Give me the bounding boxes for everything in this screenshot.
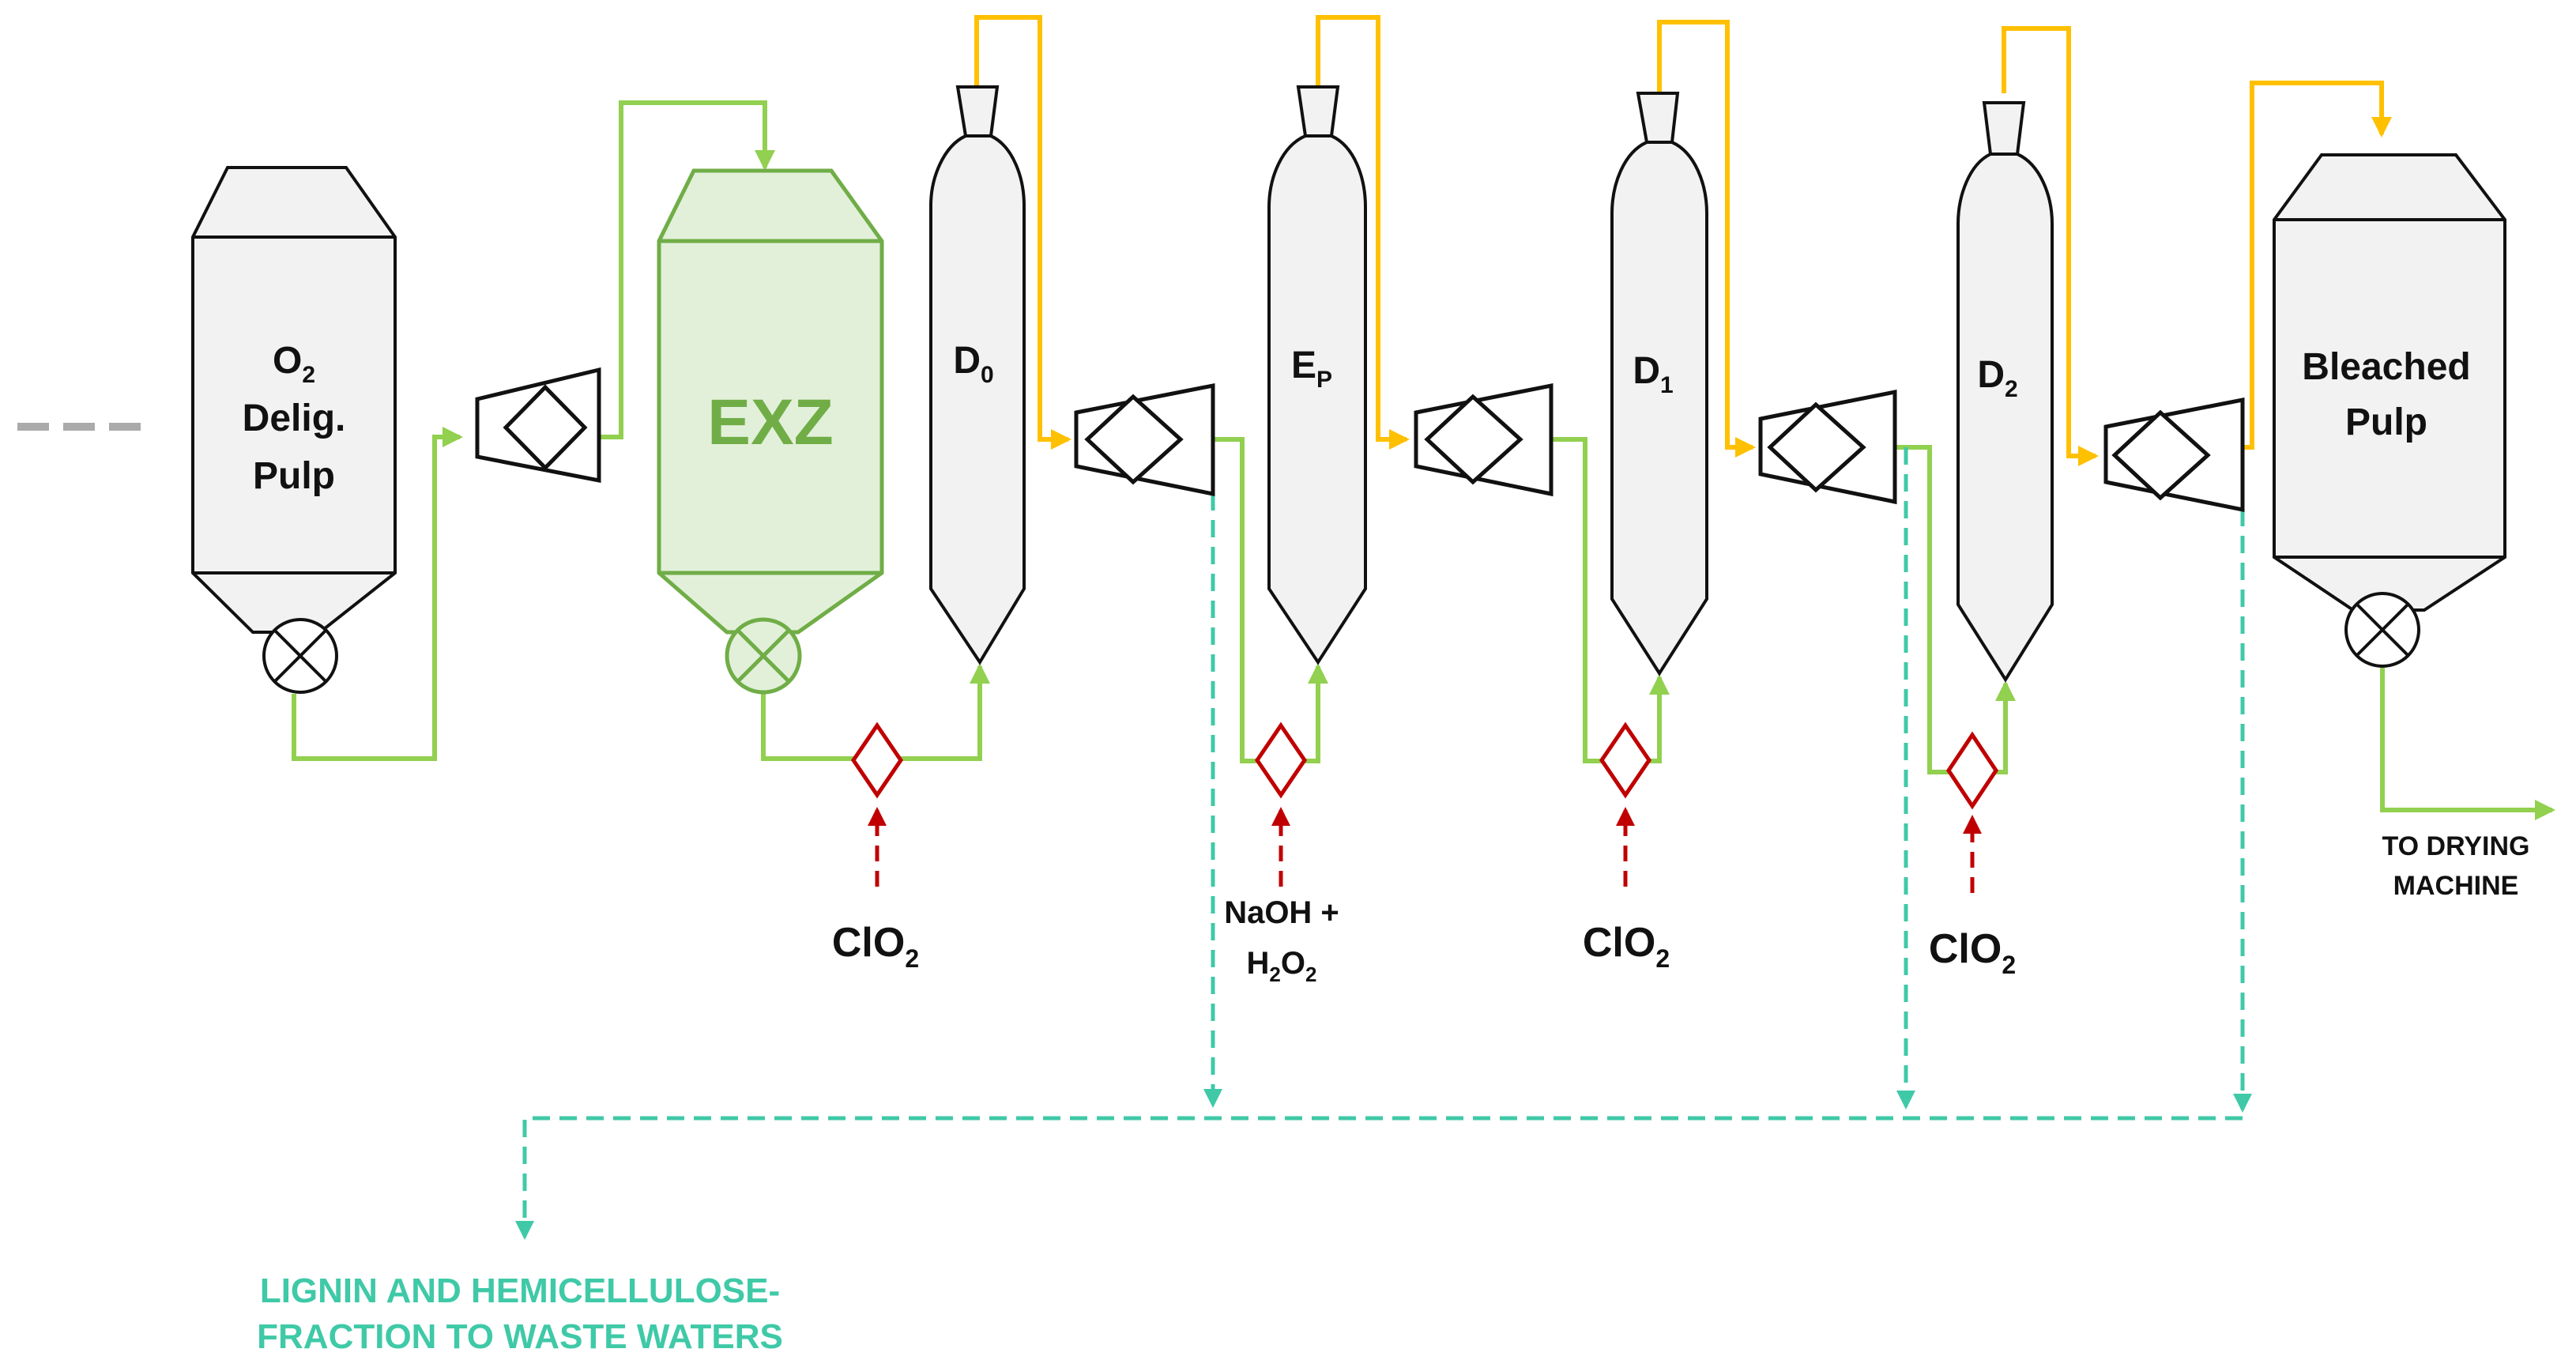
waste-water-lines xyxy=(515,439,2252,1240)
bleached-pulp-tower: Bleached Pulp xyxy=(2273,153,2506,668)
washer-icon xyxy=(1758,389,1897,505)
o2-pulp-label-line1: O2 xyxy=(273,340,315,388)
exz-label: EXZ xyxy=(707,386,833,458)
ep-label: EP xyxy=(1291,345,1332,393)
chemical-mixer-icon xyxy=(850,721,904,799)
filtrate-wash-lines xyxy=(974,15,2099,466)
exz-valve-icon xyxy=(725,617,802,695)
drying-label-line1: TO DRYING xyxy=(2382,831,2529,861)
washer-icon xyxy=(475,367,601,484)
bleached-valve-icon xyxy=(2344,592,2420,668)
clo2-label-d2: ClO2 xyxy=(1929,926,2016,979)
waste-label-line1: LIGNIN AND HEMICELLULOSE- xyxy=(260,1271,780,1310)
chemical-mixer-icon xyxy=(1599,721,1652,799)
washer-icon xyxy=(1414,382,1554,497)
exz-tower: EXZ xyxy=(657,168,884,695)
washer-icon xyxy=(2103,397,2245,513)
bleached-label-line2: Pulp xyxy=(2345,401,2427,443)
waste-label-line2: FRACTION TO WASTE WATERS xyxy=(257,1317,783,1356)
clo2-label-d0: ClO2 xyxy=(832,920,919,973)
discharge-valve-icon xyxy=(262,618,338,694)
pulp-flow-lines xyxy=(292,81,2555,820)
ep-tower: EP xyxy=(1267,85,1367,665)
d1-label: D1 xyxy=(1633,350,1673,398)
d0-label: D0 xyxy=(953,340,993,388)
d2-label: D2 xyxy=(1977,354,2017,402)
clo2-label-d1: ClO2 xyxy=(1583,920,1670,973)
bleached-label-line1: Bleached xyxy=(2302,346,2470,388)
o2-pulp-label-line3: Pulp xyxy=(253,455,335,497)
naoh-label-line1: NaOH + xyxy=(1224,895,1339,930)
d1-tower: D1 xyxy=(1610,92,1708,676)
chemical-dosing-lines xyxy=(868,807,1982,893)
washer-icon xyxy=(1074,382,1215,497)
chemical-mixer-icon xyxy=(1945,731,1999,810)
d2-tower: D2 xyxy=(1956,101,2054,683)
o2-pulp-label-line2: Delig. xyxy=(243,397,346,439)
drying-label-line2: MACHINE xyxy=(2393,871,2519,901)
d0-tower: D0 xyxy=(929,85,1026,665)
o2-delig-pulp-tower: O2 Delig. Pulp xyxy=(191,166,397,694)
chemical-mixer-icon xyxy=(1254,721,1308,799)
h2o2-label: H2O2 xyxy=(1247,946,1317,986)
